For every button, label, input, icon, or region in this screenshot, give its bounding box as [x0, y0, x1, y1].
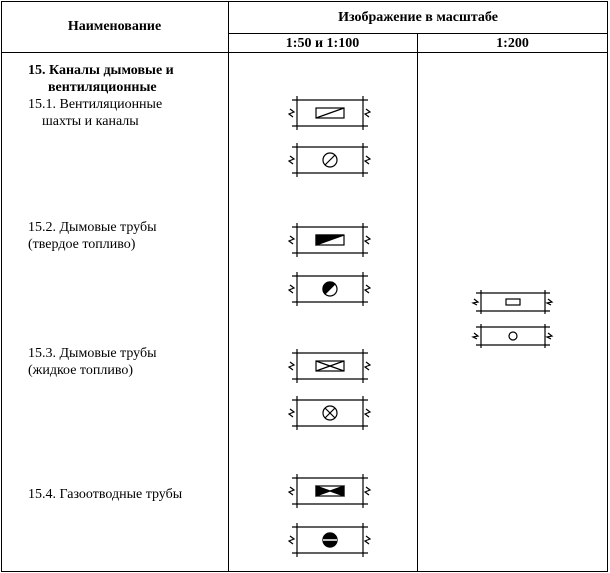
section-title: 15. Каналы дымовые и вентиляционные	[28, 62, 228, 96]
item-15-1: 15.1. Вентиляционные шахты и каналы	[28, 96, 228, 130]
gas-flue-round-symbol	[288, 522, 371, 558]
item-label-line2: (жидкое топливо)	[28, 363, 134, 378]
header-image-scale: Изображение в масштабе	[338, 10, 498, 25]
header-bottom-line	[1, 52, 608, 53]
item-label-line2: (твердое топливо)	[28, 237, 136, 252]
header-scale-200: 1:200	[496, 36, 529, 51]
smoke-solid-round-symbol	[288, 271, 371, 307]
smoke-solid-rect-symbol	[288, 222, 371, 258]
header-name: Наименование	[67, 19, 162, 34]
item-15-3: 15.3. Дымовые трубы (жидкое топливо)	[28, 345, 228, 379]
item-label-line1: 15.2. Дымовые трубы	[28, 220, 157, 235]
gas-flue-rect-symbol	[288, 473, 371, 509]
header-divider	[228, 33, 608, 34]
scale200-round-symbol	[472, 323, 553, 349]
section-title-line2: вентиляционные	[48, 80, 157, 95]
smoke-liquid-round-symbol	[288, 395, 371, 431]
header-scale-50-100: 1:50 и 1:100	[285, 36, 360, 51]
smoke-liquid-rect-symbol	[288, 348, 371, 384]
item-label-line2: шахты и каналы	[42, 114, 139, 129]
vent-shaft-rect-symbol	[288, 95, 371, 131]
item-label-line1: 15.1. Вентиляционные	[28, 97, 163, 112]
item-15-2: 15.2. Дымовые трубы (твердое топливо)	[28, 219, 228, 253]
section-title-line1: 15. Каналы дымовые и	[28, 63, 174, 78]
item-label-line1: 15.4. Газоотводные трубы	[28, 487, 183, 502]
vent-channel-round-symbol	[288, 142, 371, 178]
scale-column-divider	[417, 33, 418, 572]
name-column-divider	[228, 1, 229, 572]
item-15-4: 15.4. Газоотводные трубы	[28, 486, 228, 503]
scale200-rect-symbol	[472, 289, 553, 315]
item-label-line1: 15.3. Дымовые трубы	[28, 346, 157, 361]
